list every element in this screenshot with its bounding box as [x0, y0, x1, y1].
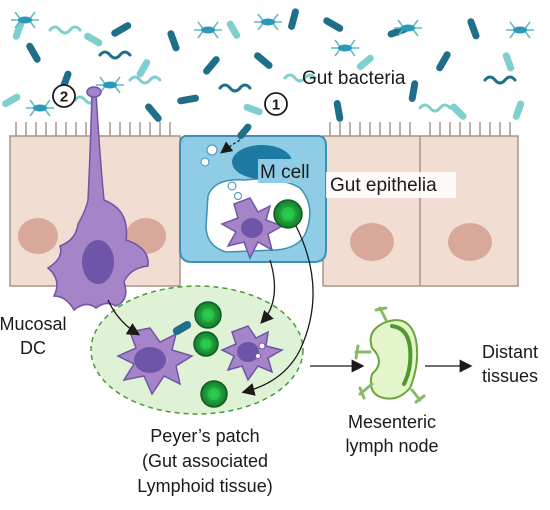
- gut-bacteria-cloud: [2, 8, 534, 122]
- label-peyers-line2: (Gut associated: [142, 451, 268, 471]
- patch-bacterium: [172, 321, 192, 335]
- label-peyers-line1: Peyer’s patch: [150, 426, 259, 446]
- microvilli-left: [15, 122, 171, 136]
- mucosal-dendritic-cell: [46, 86, 149, 312]
- mesenteric-lymph-node: [354, 306, 426, 404]
- step-1-number: 1: [272, 97, 280, 114]
- label-mesenteric-line2: lymph node: [345, 436, 438, 456]
- label-distant-line1: Distant: [482, 342, 538, 362]
- step-marker-2: 2: [52, 84, 76, 108]
- label-peyers-line3: Lymphoid tissue): [137, 476, 272, 496]
- m-cell-label-bg: [258, 159, 318, 183]
- epithelial-nucleus: [18, 218, 58, 254]
- step-2-number: 2: [60, 89, 68, 106]
- arrow-lymphocyte-to-patch: [241, 225, 314, 396]
- gut-epithelia-label-bg: [326, 172, 456, 198]
- label-gut-epithelia: Gut epithelia: [330, 175, 437, 196]
- epithelium-right: [322, 122, 519, 287]
- entering-bacterium: [237, 123, 252, 140]
- epithelial-nucleus: [350, 223, 394, 261]
- peyers-patch: [90, 285, 304, 415]
- arrow-mcell-dc-to-patch: [260, 259, 276, 324]
- epithelial-nucleus: [448, 223, 492, 261]
- migration-arrows: [107, 225, 473, 396]
- label-mucosal-dc-line1: Mucosal: [0, 314, 67, 334]
- label-m-cell: M cell: [260, 162, 310, 183]
- vesicles: [200, 144, 242, 200]
- step-marker-1: 1: [264, 92, 288, 116]
- arrow-mucosal-dc-to-patch: [107, 299, 141, 336]
- label-mesenteric-line1: Mesenteric: [348, 412, 436, 432]
- label-gut-bacteria: Gut bacteria: [302, 68, 406, 89]
- label-distant-line2: tissues: [482, 366, 538, 386]
- microvilli-right: [329, 122, 511, 136]
- label-mucosal-dc-line2: DC: [20, 338, 46, 358]
- dendritic-cell-pocket: [220, 197, 284, 260]
